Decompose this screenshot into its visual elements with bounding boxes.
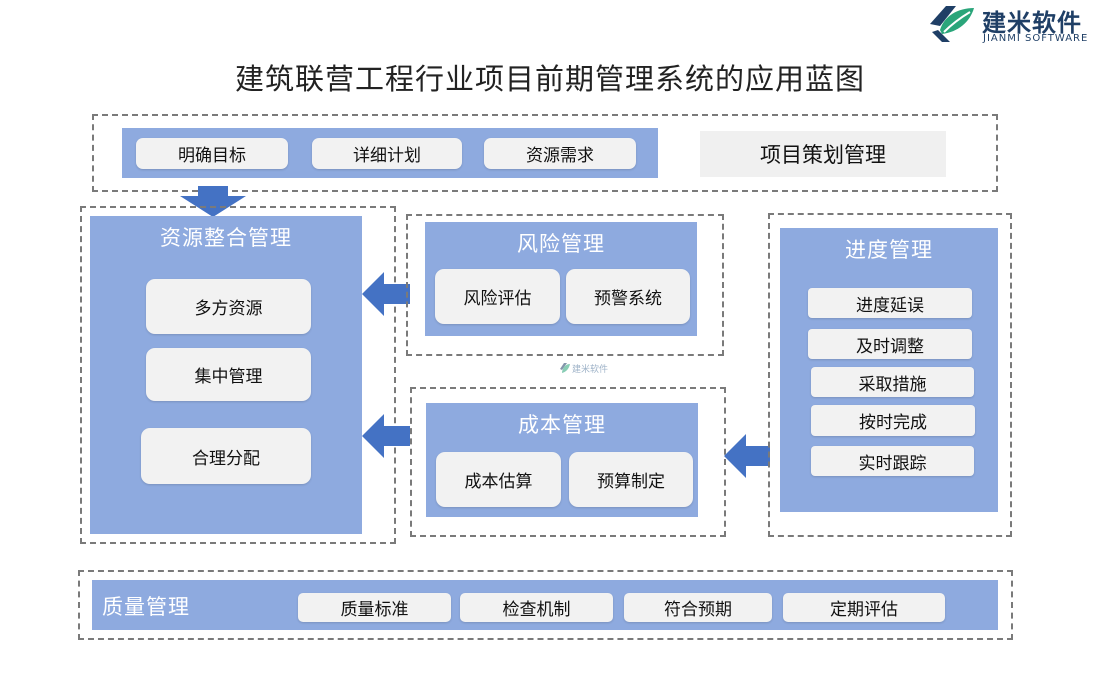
progress-section bbox=[768, 213, 1012, 537]
planning-item: 资源需求 bbox=[484, 138, 636, 169]
planning-section bbox=[92, 114, 998, 192]
brand-subtitle: JIANMI SOFTWARE bbox=[983, 33, 1089, 44]
down-arrow-icon bbox=[180, 186, 246, 217]
planning-label: 项目策划管理 bbox=[700, 131, 946, 177]
resource-item: 多方资源 bbox=[146, 279, 311, 334]
quality-item: 定期评估 bbox=[783, 593, 945, 622]
page-title: 建筑联营工程行业项目前期管理系统的应用蓝图 bbox=[234, 62, 865, 96]
progress-item: 采取措施 bbox=[811, 367, 974, 397]
resource-section bbox=[80, 206, 396, 544]
risk-item: 预警系统 bbox=[566, 269, 690, 324]
cost-item: 预算制定 bbox=[569, 452, 693, 507]
resource-item: 集中管理 bbox=[146, 348, 311, 401]
progress-title: 进度管理 bbox=[845, 238, 933, 262]
resource-item: 合理分配 bbox=[141, 428, 311, 484]
progress-item: 按时完成 bbox=[811, 405, 975, 436]
quality-item: 检查机制 bbox=[460, 593, 613, 622]
quality-section bbox=[78, 570, 1013, 640]
leaf-logo-icon bbox=[930, 6, 974, 42]
planning-item: 详细计划 bbox=[312, 138, 462, 169]
quality-item: 符合预期 bbox=[624, 593, 772, 622]
cost-section bbox=[410, 387, 726, 537]
risk-section bbox=[406, 214, 724, 356]
cost-item: 成本估算 bbox=[436, 452, 561, 507]
left-arrow-icon bbox=[724, 434, 770, 478]
brand-name: 建米软件 bbox=[982, 9, 1082, 37]
watermark-logo-icon bbox=[560, 363, 570, 373]
left-arrow-icon bbox=[362, 272, 410, 316]
risk-item: 风险评估 bbox=[435, 269, 560, 324]
cost-title: 成本管理 bbox=[518, 413, 606, 437]
risk-title: 风险管理 bbox=[517, 232, 605, 256]
resource-title: 资源整合管理 bbox=[160, 226, 292, 250]
quality-title: 质量管理 bbox=[102, 595, 190, 619]
progress-item: 实时跟踪 bbox=[811, 446, 974, 476]
watermark-text: 建米软件 bbox=[572, 365, 609, 375]
progress-item: 进度延误 bbox=[808, 288, 972, 318]
progress-item: 及时调整 bbox=[808, 329, 972, 359]
left-arrow-icon bbox=[362, 414, 410, 458]
quality-item: 质量标准 bbox=[298, 593, 451, 622]
planning-item: 明确目标 bbox=[136, 138, 288, 169]
